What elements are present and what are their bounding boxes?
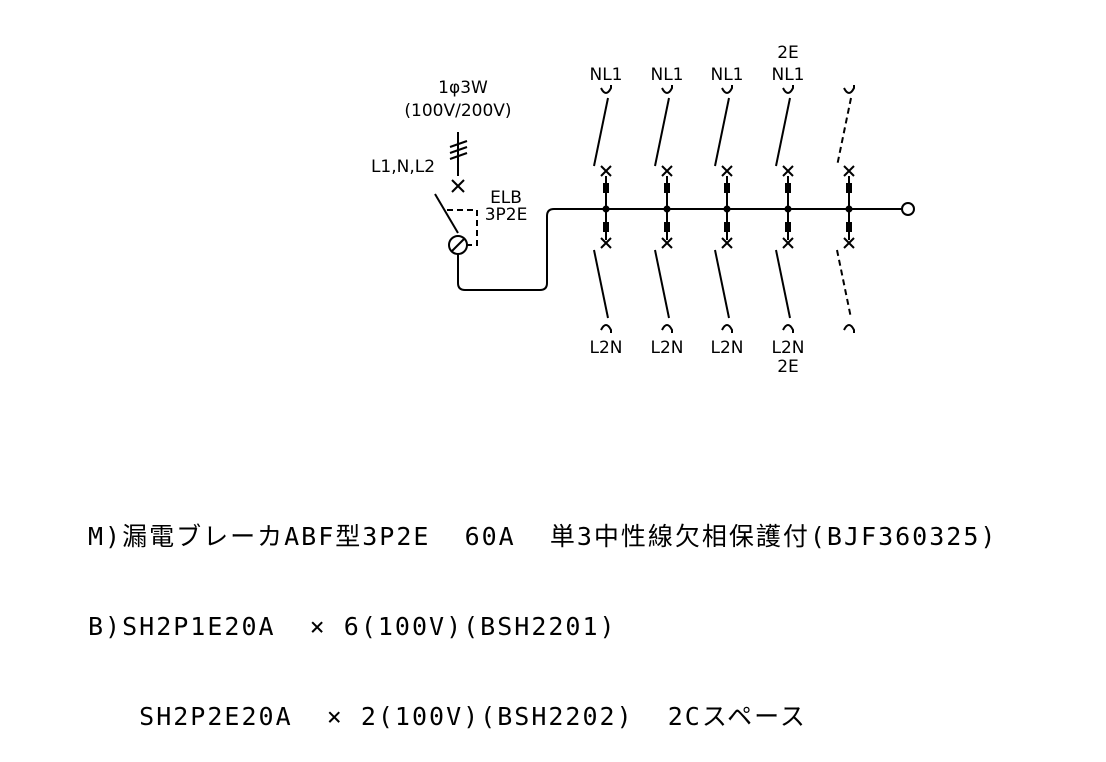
branch-lower-switch: [836, 249, 852, 319]
branch-bus-junction: [845, 205, 853, 213]
branch-bottom-label: L2N: [771, 338, 804, 358]
branch-lower-x: [843, 237, 855, 249]
spec-line-branch-2: SH2P2E20A × 2(100V)(BSH2202) 2Cスペース: [88, 702, 807, 731]
supply-lines-label: L1,N,L2: [371, 157, 435, 177]
branch-lower-switch: [593, 249, 609, 319]
branch-lower-fuse: [846, 222, 852, 232]
branch-lower-switch: [775, 249, 791, 319]
branch-top-label: NL1: [710, 65, 743, 85]
branch-lower-x: [600, 237, 612, 249]
branch-upper-switch: [714, 97, 730, 167]
single-line-diagram: 1φ3W (100V/200V) L1,N,L2 ELB 3P2E NL1L2N…: [371, 43, 915, 377]
branch-bottom-terminal: [721, 324, 733, 333]
branch-top-extra-label: 2E: [777, 43, 799, 63]
branch-top-label: NL1: [589, 65, 622, 85]
branch-upper-x: [661, 165, 673, 177]
branch-bus-junction: [602, 205, 610, 213]
branch-top-label: NL1: [771, 65, 804, 85]
branch-bus-junction: [723, 205, 731, 213]
branch-bottom-label: L2N: [589, 338, 622, 358]
branch-upper-x: [600, 165, 612, 177]
spec-line-branch-1: B)SH2P1E20A × 6(100V)(BSH2201): [88, 612, 617, 641]
branch-bottom-extra-label: 2E: [777, 357, 799, 377]
branch-upper-switch: [836, 97, 852, 167]
branch-lower-switch: [654, 249, 670, 319]
main-breaker-type: ELB: [490, 188, 522, 208]
main-breaker-symbol: [434, 193, 915, 291]
spec-line-main: M)漏電ブレーカABF型3P2E 60A 単3中性線欠相保護付(BJF36032…: [88, 522, 998, 551]
branch-top-terminal: [782, 85, 794, 94]
branch-lower-fuse: [724, 222, 730, 232]
supply-phase-label: 1φ3W: [438, 78, 488, 98]
branch-upper-x: [721, 165, 733, 177]
branch-top-label: NL1: [650, 65, 683, 85]
branch-bottom-terminal: [600, 324, 612, 333]
main-breaker-poles: 3P2E: [485, 205, 528, 225]
branch-upper-switch: [593, 97, 609, 167]
branch-upper-x: [782, 165, 794, 177]
branch-bus-junction: [784, 205, 792, 213]
branch-top-terminal: [600, 85, 612, 94]
branch-top-terminal: [721, 85, 733, 94]
branch-lower-fuse: [785, 222, 791, 232]
branch-top-terminal: [843, 85, 855, 94]
branch-lower-switch: [714, 249, 730, 319]
branch-bottom-terminal: [843, 324, 855, 333]
supply-voltage-label: (100V/200V): [404, 101, 511, 121]
branch-bottom-terminal: [661, 324, 673, 333]
branch-lower-fuse: [664, 222, 670, 232]
branch-upper-switch: [775, 97, 791, 167]
branch-lower-fuse: [603, 222, 609, 232]
spec-notes: M)漏電ブレーカABF型3P2E 60A 単3中性線欠相保護付(BJF36032…: [88, 462, 997, 762]
branch-lower-x: [661, 237, 673, 249]
branch-upper-x: [843, 165, 855, 177]
branch-upper-switch: [654, 97, 670, 167]
branch-bottom-label: L2N: [710, 338, 743, 358]
incoming-line: [449, 132, 468, 193]
branch-bus-junction: [663, 205, 671, 213]
branch-top-terminal: [661, 85, 673, 94]
branch-lower-x: [721, 237, 733, 249]
branch-bottom-label: L2N: [650, 338, 683, 358]
branch-lower-x: [782, 237, 794, 249]
branch-bottom-terminal: [782, 324, 794, 333]
